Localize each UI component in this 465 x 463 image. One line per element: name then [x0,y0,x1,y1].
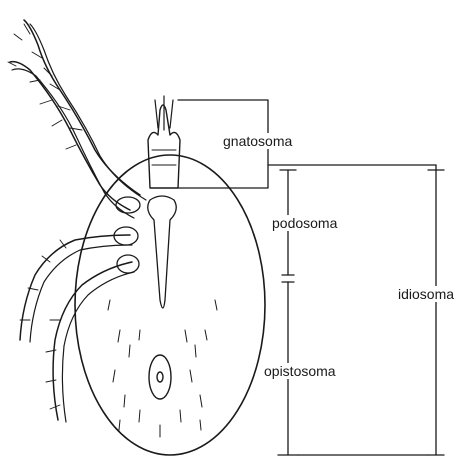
mite-leg-1 [24,20,140,195]
mite-body-outline [75,155,265,455]
mite-anal-plate [149,355,171,399]
label-idiosoma: idiosoma [396,286,456,302]
label-opistosoma: opistosoma [262,363,338,379]
label-gnatosoma: gnatosoma [221,133,294,149]
mite-leg-2 [10,62,130,210]
mite-dorsal-shield [148,196,177,308]
label-podosoma: podosoma [270,215,339,231]
